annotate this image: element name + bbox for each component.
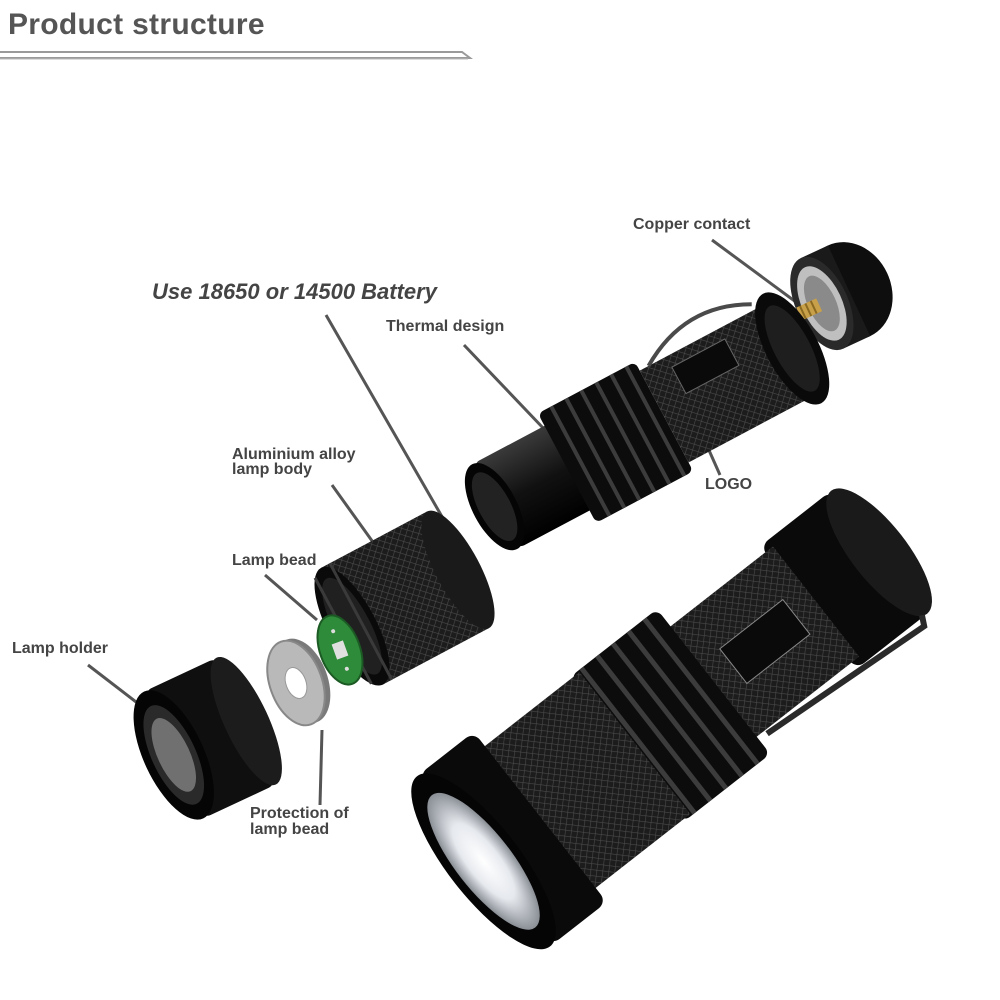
body-tube: [464, 292, 830, 551]
assembled-flashlight: [411, 488, 932, 950]
leader-thermal-design: [462, 343, 547, 432]
thermal-fins: [540, 363, 692, 521]
lamp-holder-bezel: [133, 656, 282, 820]
label-copper-contact: Copper contact: [633, 216, 751, 233]
leader-lamp-bead: [264, 573, 318, 622]
leader-protection: [318, 729, 324, 806]
title-underline: [0, 51, 473, 60]
label-logo: LOGO: [705, 476, 753, 493]
protection-washer: [266, 638, 331, 727]
leader-copper-contact: [711, 238, 801, 307]
page-title: Product structure: [8, 8, 265, 41]
leader-battery: [324, 314, 462, 549]
label-lamp-holder: Lamp holder: [12, 640, 109, 657]
label-protection-line2: lamp bead: [250, 821, 330, 838]
zoom-head: [313, 510, 495, 686]
label-protection-line1: Protection of: [250, 805, 349, 822]
leader-aluminium: [330, 484, 377, 546]
label-lamp-bead: Lamp bead: [232, 552, 317, 569]
lamp-bead-pcb: [316, 614, 364, 686]
label-aluminium-line2: lamp body: [232, 461, 313, 478]
copper-contact-spring: [796, 298, 823, 321]
battery-callout: Use 18650 or 14500 Battery: [152, 279, 437, 304]
leader-lamp-holder: [87, 663, 141, 707]
label-aluminium-line1: Aluminium alloy: [232, 446, 356, 463]
leader-lines: [87, 238, 801, 806]
label-thermal-design: Thermal design: [386, 318, 505, 335]
